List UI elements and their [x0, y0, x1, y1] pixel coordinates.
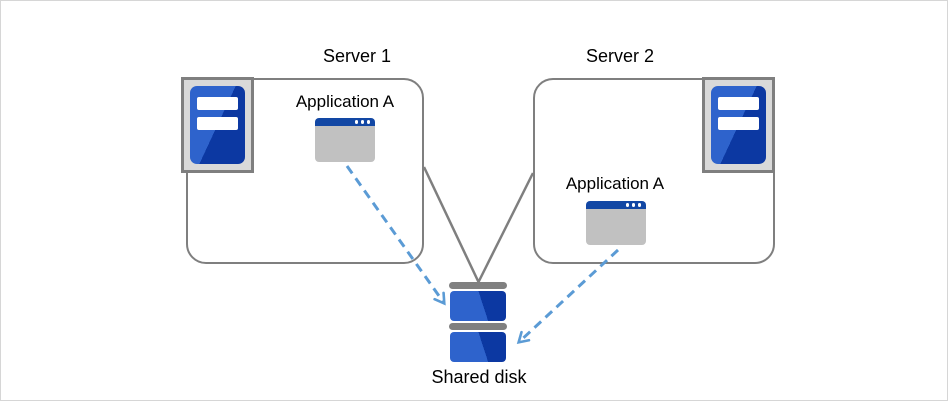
- disk-unit: [450, 332, 506, 362]
- window-titlebar: [586, 201, 646, 209]
- server-tower-body: [711, 86, 766, 164]
- server1-to-disk-line: [422, 166, 480, 283]
- server1-title: Server 1: [322, 46, 392, 66]
- server2-app-label: Application A: [565, 174, 665, 193]
- window-body: [586, 209, 646, 245]
- tower-slot: [197, 117, 238, 130]
- window-dot-icon: [631, 203, 635, 207]
- window-dot-icon: [354, 120, 358, 124]
- server1-app-window-icon: [315, 118, 375, 162]
- server2-app-window-icon: [586, 201, 646, 245]
- server-tower-body: [190, 86, 245, 164]
- server1-tower-icon: [181, 77, 254, 173]
- window-dot-icon: [360, 120, 364, 124]
- window-body: [315, 126, 375, 162]
- shared-disk-label: Shared disk: [431, 367, 527, 387]
- server2-title: Server 2: [585, 46, 655, 66]
- tower-slot: [197, 97, 238, 110]
- window-dot-icon: [366, 120, 370, 124]
- window-titlebar: [315, 118, 375, 126]
- disk-cap: [449, 282, 507, 289]
- server2-tower-icon: [702, 77, 775, 173]
- window-dot-icon: [637, 203, 641, 207]
- server1-app-label: Application A: [295, 92, 395, 111]
- disk-unit: [450, 291, 506, 321]
- window-dot-icon: [625, 203, 629, 207]
- tower-slot: [718, 117, 759, 130]
- disk-cap: [449, 323, 507, 330]
- tower-slot: [718, 97, 759, 110]
